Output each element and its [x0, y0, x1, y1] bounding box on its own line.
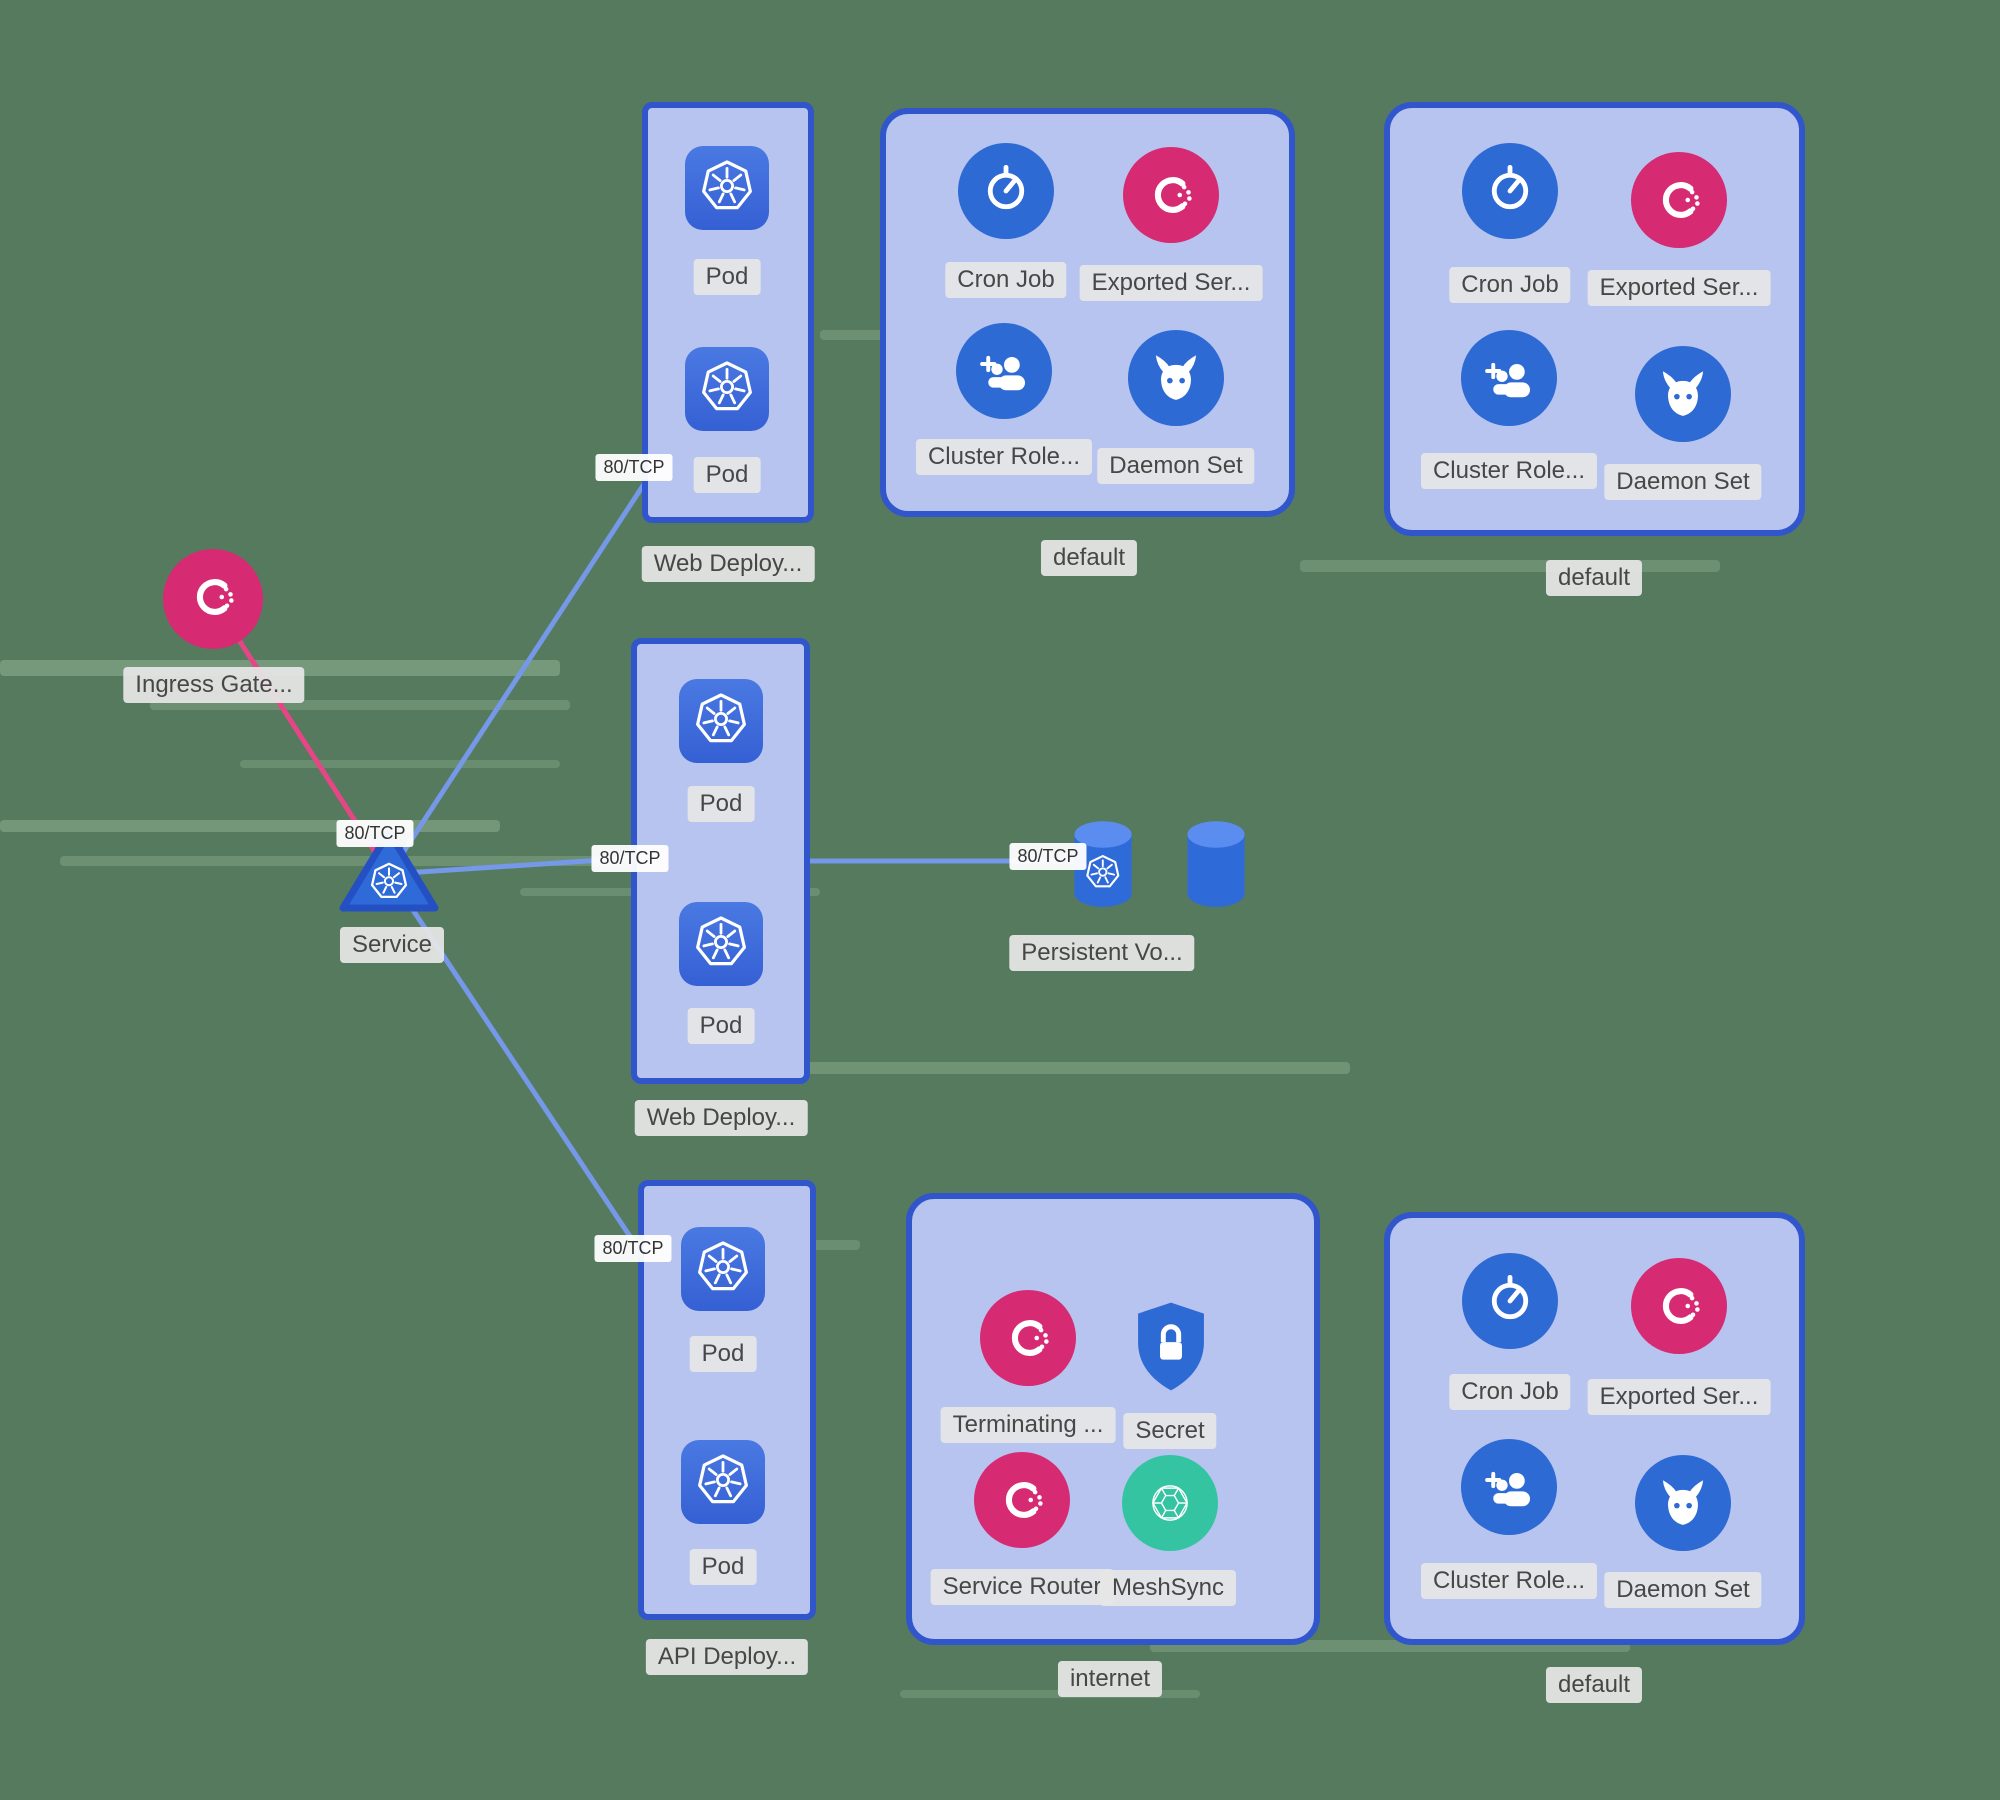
pod-label: Pod: [689, 1549, 757, 1585]
service-label: Service: [339, 927, 445, 963]
pod-label: Pod: [687, 1008, 755, 1044]
edge-service-web-deployment-1[interactable]: [386, 476, 651, 876]
node-label: Exported Ser...: [1587, 270, 1771, 306]
cron-job-icon[interactable]: [1462, 143, 1558, 239]
secret-icon[interactable]: [1127, 1296, 1215, 1397]
kubernetes-icon: [689, 687, 753, 756]
daemon-set-icon[interactable]: [1635, 1455, 1731, 1551]
service-node[interactable]: [337, 824, 441, 916]
pod-node[interactable]: [685, 146, 769, 230]
ingress-gateway-node[interactable]: [163, 549, 263, 649]
ingress-gateway-icon: [178, 562, 248, 637]
pod-node[interactable]: [679, 902, 763, 986]
node-label: Exported Ser...: [1079, 265, 1263, 301]
meshsync-icon[interactable]: [1122, 1455, 1218, 1551]
pod-node[interactable]: [685, 347, 769, 431]
daemon-set-icon[interactable]: [1635, 346, 1731, 442]
pod-node[interactable]: [679, 679, 763, 763]
node-label: Cron Job: [945, 262, 1067, 298]
pod-node[interactable]: [681, 1227, 765, 1311]
pod-node[interactable]: [681, 1440, 765, 1524]
persistent-volume-node[interactable]: [1175, 812, 1257, 910]
cluster-role-icon[interactable]: [956, 323, 1052, 419]
namespace-label: default: [1040, 540, 1138, 576]
namespace-label: internet: [1057, 1661, 1163, 1697]
edge-label: 80/TCP: [336, 820, 414, 847]
kubernetes-icon: [691, 1235, 755, 1304]
node-label: Cron Job: [1449, 1374, 1571, 1410]
kubernetes-icon: [691, 1448, 755, 1517]
pod-label: Pod: [693, 259, 761, 295]
pod-label: Pod: [693, 457, 761, 493]
edge-label: 80/TCP: [595, 454, 673, 481]
deployment-label: API Deploy...: [645, 1639, 809, 1675]
edge-label: 80/TCP: [591, 845, 669, 872]
node-label: Cluster Role...: [1420, 453, 1598, 489]
node-label: Daemon Set: [1097, 448, 1255, 484]
exported-service-icon[interactable]: [1631, 152, 1727, 248]
namespace-label: default: [1545, 560, 1643, 596]
edge-label: 80/TCP: [1009, 843, 1087, 870]
kubernetes-icon: [695, 355, 759, 424]
node-label: Secret: [1123, 1413, 1217, 1449]
node-label: Service Router: [930, 1569, 1114, 1605]
cluster-role-icon[interactable]: [1461, 1439, 1557, 1535]
node-label: Cluster Role...: [1420, 1563, 1598, 1599]
namespace-label: default: [1545, 1667, 1643, 1703]
node-label: Daemon Set: [1604, 1572, 1762, 1608]
node-label: Daemon Set: [1604, 464, 1762, 500]
terminating-gateway-icon[interactable]: [980, 1290, 1076, 1386]
node-label: Exported Ser...: [1587, 1379, 1771, 1415]
ingress-gateway-label: Ingress Gate...: [123, 667, 305, 703]
node-label: Cron Job: [1449, 267, 1571, 303]
exported-service-icon[interactable]: [1631, 1258, 1727, 1354]
node-label: MeshSync: [1099, 1570, 1237, 1606]
exported-service-icon[interactable]: [1123, 147, 1219, 243]
cluster-role-icon[interactable]: [1461, 330, 1557, 426]
node-label: Cluster Role...: [915, 439, 1093, 475]
persistent-volume-label: Persistent Vo...: [1009, 935, 1195, 971]
edge-label: 80/TCP: [594, 1235, 672, 1262]
kubernetes-icon: [695, 154, 759, 223]
daemon-set-icon[interactable]: [1128, 330, 1224, 426]
node-label: Terminating ...: [940, 1407, 1116, 1443]
pod-label: Pod: [687, 786, 755, 822]
cron-job-icon[interactable]: [958, 143, 1054, 239]
deployment-label: Web Deploy...: [641, 546, 815, 582]
cron-job-icon[interactable]: [1462, 1253, 1558, 1349]
service-router-icon[interactable]: [974, 1452, 1070, 1548]
pod-label: Pod: [689, 1336, 757, 1372]
deployment-label: Web Deploy...: [634, 1100, 808, 1136]
kubernetes-icon: [689, 910, 753, 979]
